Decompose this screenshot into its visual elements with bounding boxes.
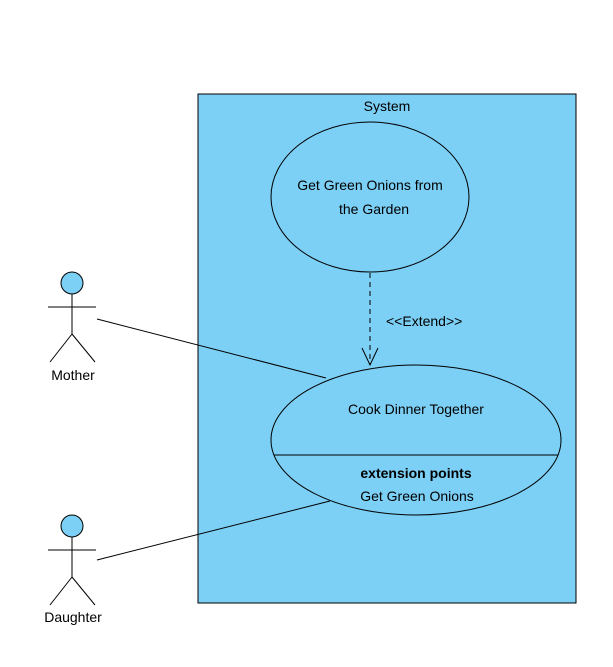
system-label: System xyxy=(364,98,411,114)
association-daughter-cook-dinner[interactable] xyxy=(96,500,331,561)
extension-point-get-green-onions: Get Green Onions xyxy=(360,488,474,504)
use-case-get-green-onions-shape xyxy=(270,121,470,273)
use-case-get-green-onions-line2: the Garden xyxy=(339,201,409,217)
actor-daughter-label: Daughter xyxy=(44,609,102,625)
extend-relationship[interactable]: <<Extend>> xyxy=(361,273,462,367)
extend-arrow-head xyxy=(361,347,379,367)
use-case-cook-dinner-label: Cook Dinner Together xyxy=(348,401,484,417)
actor-mother-head xyxy=(60,271,84,295)
use-case-get-green-onions-line1: Get Green Onions from xyxy=(297,177,443,193)
actor-daughter-leg-right xyxy=(71,576,96,606)
use-case-cook-dinner-shape xyxy=(270,364,562,516)
use-case-cook-dinner-together[interactable]: Cook Dinner Together extension points Ge… xyxy=(270,364,562,516)
actor-mother-leg-left xyxy=(49,333,73,363)
use-case-get-green-onions[interactable]: Get Green Onions from the Garden xyxy=(270,121,470,273)
actor-mother-label: Mother xyxy=(51,367,95,383)
association-mother-cook-dinner[interactable] xyxy=(96,318,327,379)
actor-daughter-leg-left xyxy=(49,576,73,606)
actor-daughter[interactable]: Daughter xyxy=(44,514,102,625)
actor-daughter-head xyxy=(60,514,84,538)
actor-mother[interactable]: Mother xyxy=(48,271,96,383)
extend-label: <<Extend>> xyxy=(386,313,462,329)
actor-mother-leg-right xyxy=(71,333,96,363)
extension-points-header: extension points xyxy=(360,465,471,481)
